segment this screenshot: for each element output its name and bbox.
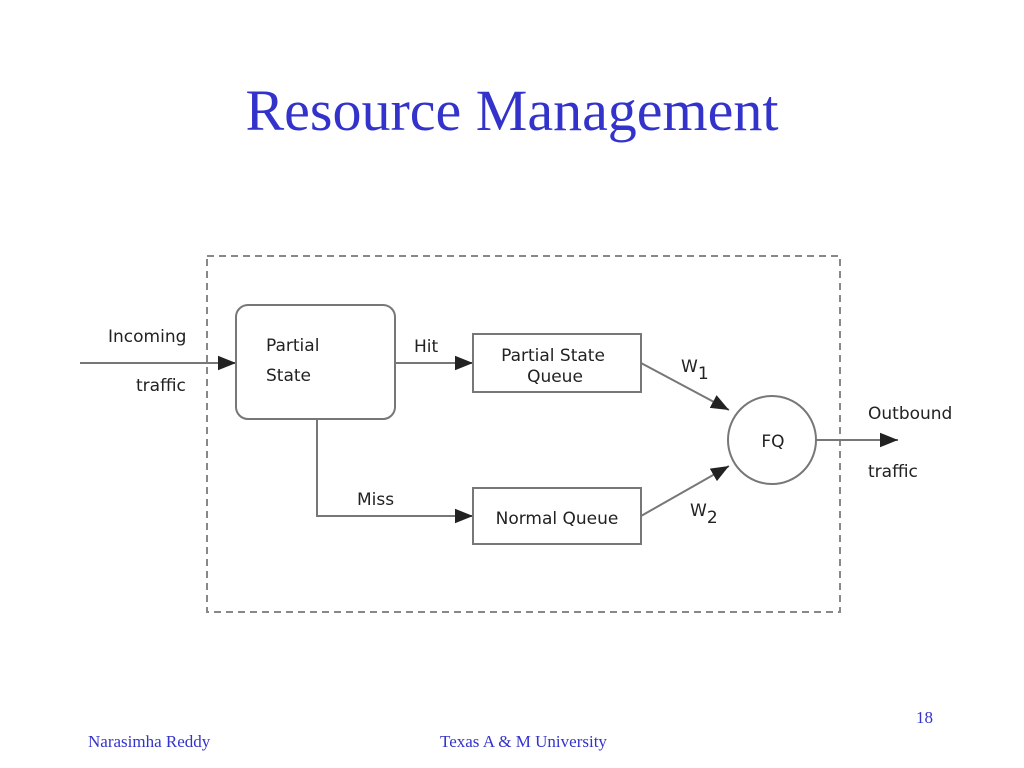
w1-arrow xyxy=(640,362,730,411)
slide-title: Resource Management xyxy=(245,78,779,143)
w2-main: W xyxy=(690,501,707,521)
outbound-label-top: Outbound xyxy=(868,404,952,424)
system-boundary xyxy=(206,255,841,613)
partial-state-queue-box xyxy=(472,333,642,393)
incoming-label-bottom: traffic xyxy=(136,376,186,396)
footer-institution: Texas A & M University xyxy=(440,732,607,751)
partial-state-label-line2: State xyxy=(266,366,311,386)
w2-subscript: 2 xyxy=(707,508,718,528)
partial-queue-label-line1: Partial State xyxy=(501,346,605,366)
partial-queue-label-line2: Queue xyxy=(527,367,583,387)
partial-state-box xyxy=(235,304,396,420)
w1-main: W xyxy=(681,357,698,377)
partial-state-label-line1: Partial xyxy=(266,336,319,356)
fq-label: FQ xyxy=(761,432,784,452)
page-number: 18 xyxy=(916,708,933,727)
w2-label: W2 xyxy=(690,501,718,528)
hit-label: Hit xyxy=(414,337,439,357)
incoming-label-top: Incoming xyxy=(108,327,186,347)
miss-arrow xyxy=(316,419,473,524)
normal-queue-label: Normal Queue xyxy=(496,509,619,529)
w1-label: W1 xyxy=(681,357,709,384)
w2-arrow xyxy=(640,465,730,517)
footer-author: Narasimha Reddy xyxy=(88,732,211,751)
miss-label: Miss xyxy=(357,490,394,510)
outbound-label-bottom: traffic xyxy=(868,462,918,482)
w1-subscript: 1 xyxy=(698,364,709,384)
